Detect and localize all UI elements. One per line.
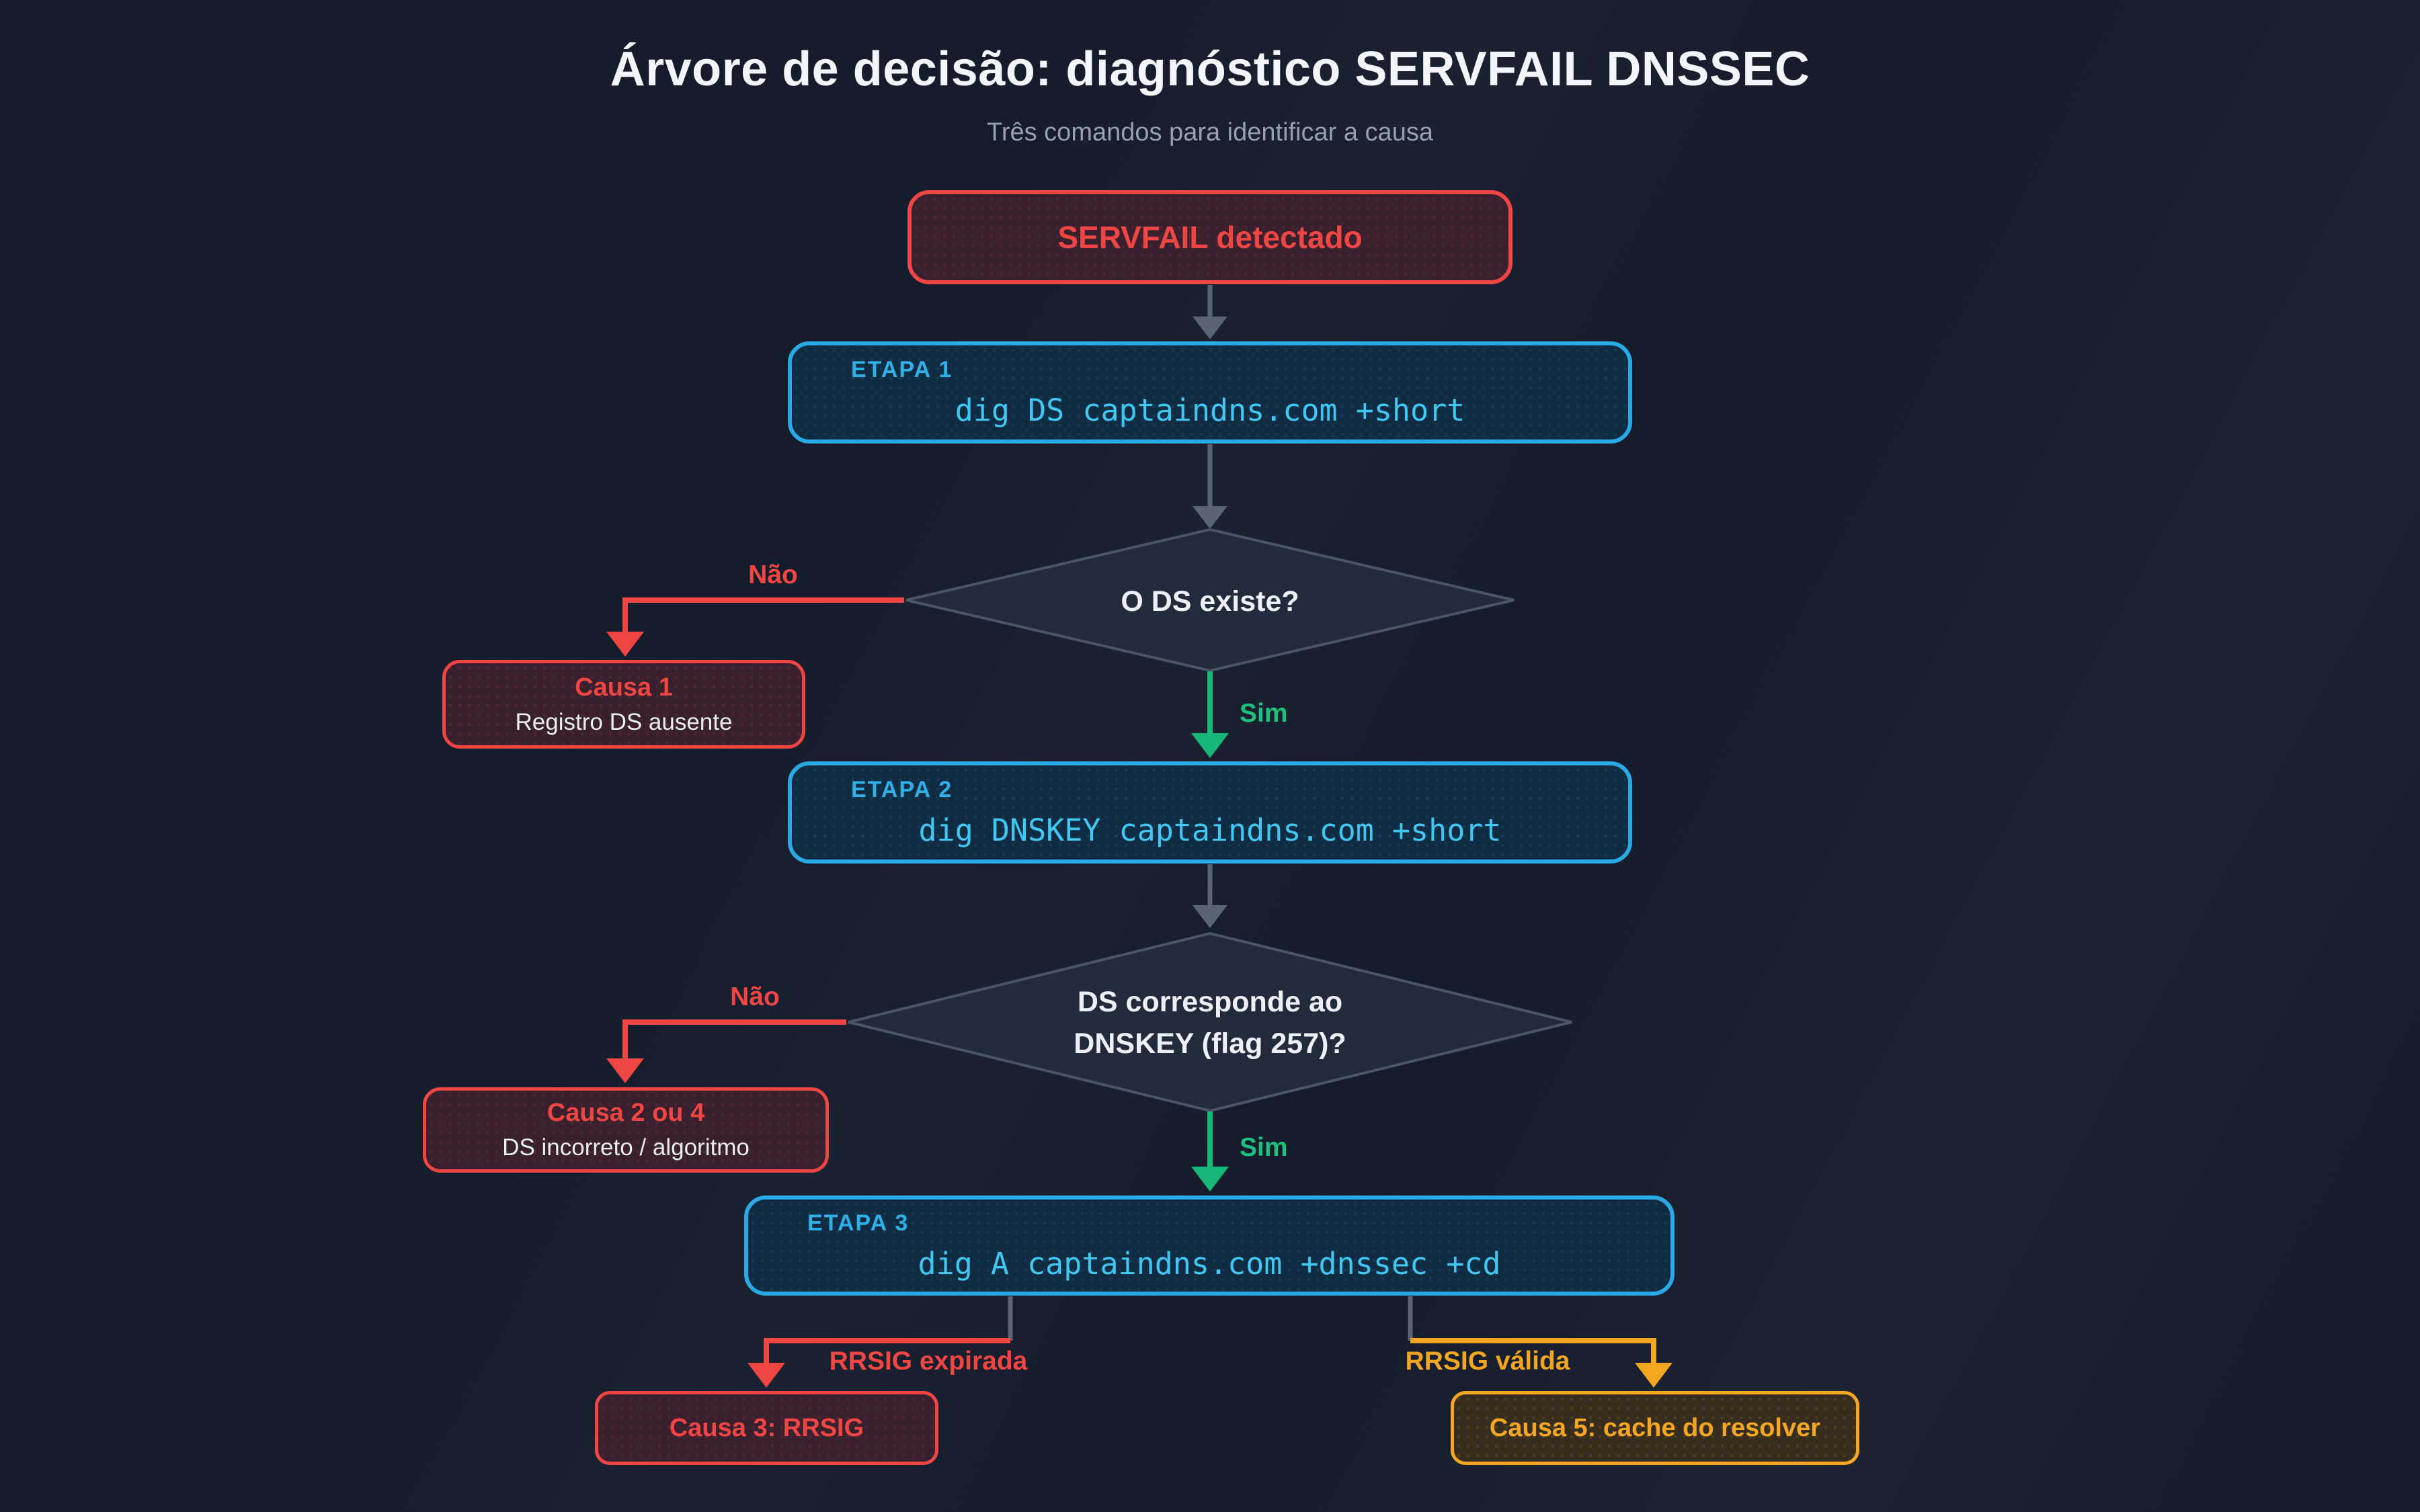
arrow-down-icon bbox=[1635, 1363, 1672, 1388]
arrow-down-icon bbox=[1193, 506, 1227, 529]
edge-step3-cause5 bbox=[1410, 1338, 1656, 1365]
rrsig-valid-label: RRSIG válida bbox=[1405, 1347, 1570, 1376]
arrow-down-icon bbox=[748, 1363, 785, 1388]
causa1-detail: Registro DS ausente bbox=[515, 708, 733, 735]
node-causa-5: Causa 5: cache do resolver bbox=[1451, 1391, 1859, 1465]
decision2-question-line1: DS corresponde ao bbox=[1077, 986, 1343, 1018]
causa5-label: Causa 5: cache do resolver bbox=[1489, 1413, 1821, 1442]
decision1-yes-label: Sim bbox=[1240, 699, 1288, 728]
causa1-title: Causa 1 bbox=[575, 673, 673, 702]
decision1-no-label: Não bbox=[748, 560, 798, 589]
causa3-label: Causa 3: RRSIG bbox=[669, 1413, 864, 1442]
edge-step3-cause3 bbox=[764, 1338, 1010, 1365]
decision1-diamond bbox=[905, 528, 1515, 673]
etapa1-badge: ETAPA 1 bbox=[851, 357, 953, 382]
node-etapa-1: ETAPA 1 dig DS captaindns.com +short bbox=[788, 341, 1632, 444]
arrow-down-icon bbox=[1193, 905, 1227, 928]
edge-decision2-no bbox=[622, 1019, 846, 1060]
arrow-down-icon bbox=[1191, 733, 1229, 758]
node-etapa-2: ETAPA 2 dig DNSKEY captaindns.com +short bbox=[788, 761, 1632, 864]
decision2-diamond bbox=[848, 931, 1572, 1113]
decision1-question: O DS existe? bbox=[1121, 585, 1299, 618]
page-subtitle: Três comandos para identificar a causa bbox=[987, 118, 1433, 146]
arrow-down-icon bbox=[1193, 317, 1227, 339]
node-causa-3: Causa 3: RRSIG bbox=[595, 1391, 938, 1465]
page-title: Árvore de decisão: diagnóstico SERVFAIL … bbox=[610, 42, 1810, 96]
etapa3-badge: ETAPA 3 bbox=[807, 1210, 910, 1236]
decision2-yes-label: Sim bbox=[1240, 1133, 1288, 1162]
decision2-question-line2: DNSKEY (flag 257)? bbox=[1074, 1027, 1346, 1060]
arrow-down-icon bbox=[606, 1058, 644, 1083]
decision2-question: DS corresponde ao DNSKEY (flag 257)? bbox=[941, 981, 1479, 1064]
servfail-label: SERVFAIL detectado bbox=[1057, 220, 1363, 255]
node-causa-1: Causa 1 Registro DS ausente bbox=[442, 660, 805, 749]
node-causa-2-ou-4: Causa 2 ou 4 DS incorreto / algoritmo bbox=[423, 1087, 829, 1173]
decision2-no-label: Não bbox=[730, 982, 780, 1011]
arrow-down-icon bbox=[606, 632, 644, 657]
etapa2-command: dig DNSKEY captaindns.com +short bbox=[918, 812, 1502, 848]
node-etapa-3: ETAPA 3 dig A captaindns.com +dnssec +cd bbox=[744, 1195, 1675, 1296]
arrow-down-icon bbox=[1191, 1167, 1229, 1191]
rrsig-expired-label: RRSIG expirada bbox=[829, 1347, 1028, 1376]
node-servfail-detected: SERVFAIL detectado bbox=[908, 190, 1513, 284]
etapa2-badge: ETAPA 2 bbox=[851, 777, 953, 802]
etapa3-command: dig A captaindns.com +dnssec +cd bbox=[918, 1245, 1501, 1282]
edge-decision1-no bbox=[622, 597, 904, 634]
causa2-title: Causa 2 ou 4 bbox=[547, 1099, 705, 1127]
etapa1-command: dig DS captaindns.com +short bbox=[955, 392, 1465, 428]
causa2-detail: DS incorreto / algoritmo bbox=[502, 1134, 750, 1161]
